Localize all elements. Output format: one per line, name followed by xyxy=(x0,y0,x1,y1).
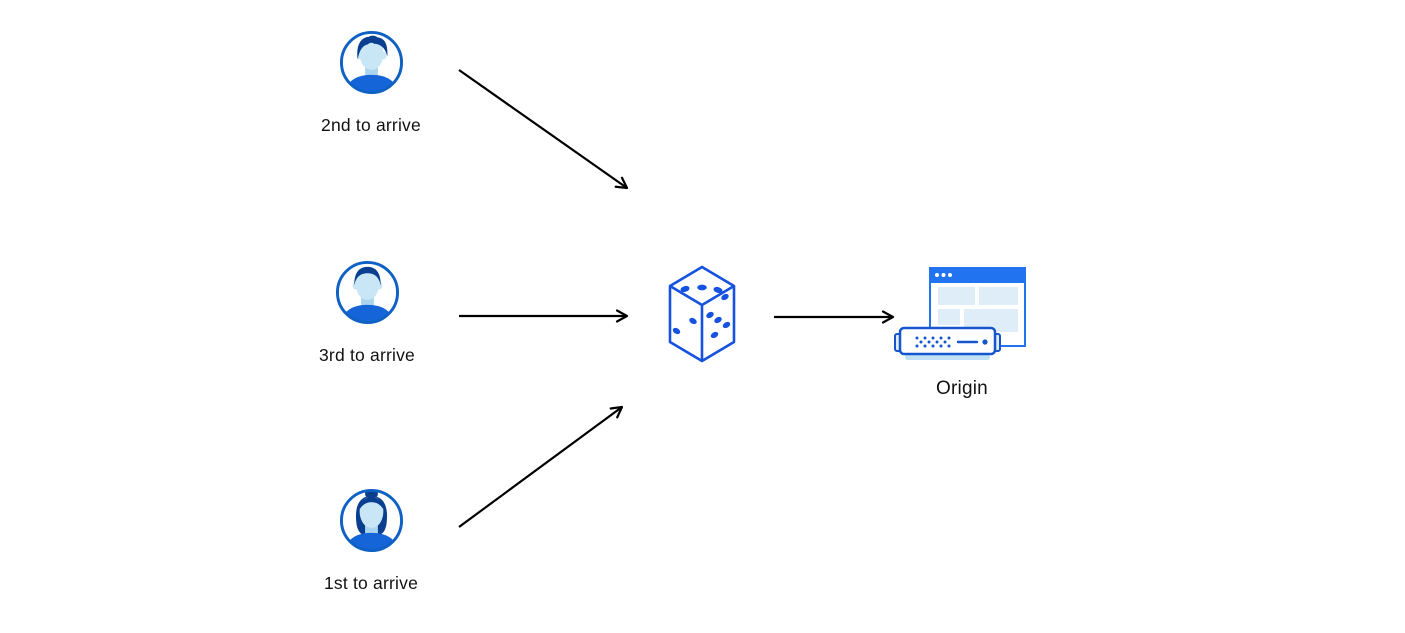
arrow-client-2nd-to-dice xyxy=(458,69,629,190)
server-vent-dots xyxy=(915,336,951,348)
origin-label: Origin xyxy=(936,378,988,399)
male-user-avatar-icon xyxy=(339,30,403,95)
dice-pips xyxy=(672,284,731,339)
arrow-client-1st-to-dice xyxy=(458,405,624,528)
client-node-1st: 1st to arrive xyxy=(291,487,451,594)
dice-node xyxy=(667,265,737,363)
client-label-1st: 1st to arrive xyxy=(323,573,419,593)
client-label-3rd: 3rd to arrive xyxy=(319,345,415,365)
client-node-2nd: 2nd to arrive xyxy=(291,29,451,136)
origin-server-browser-icon xyxy=(894,267,1026,360)
dice-icon xyxy=(668,265,736,363)
male-user-avatar-icon xyxy=(335,260,399,325)
female-user-avatar-icon xyxy=(339,488,403,553)
client-label-2nd: 2nd to arrive xyxy=(321,115,421,135)
client-node-3rd: 3rd to arrive xyxy=(287,259,447,366)
origin-node: Origin xyxy=(892,262,1032,400)
server-appliance xyxy=(894,326,1001,360)
